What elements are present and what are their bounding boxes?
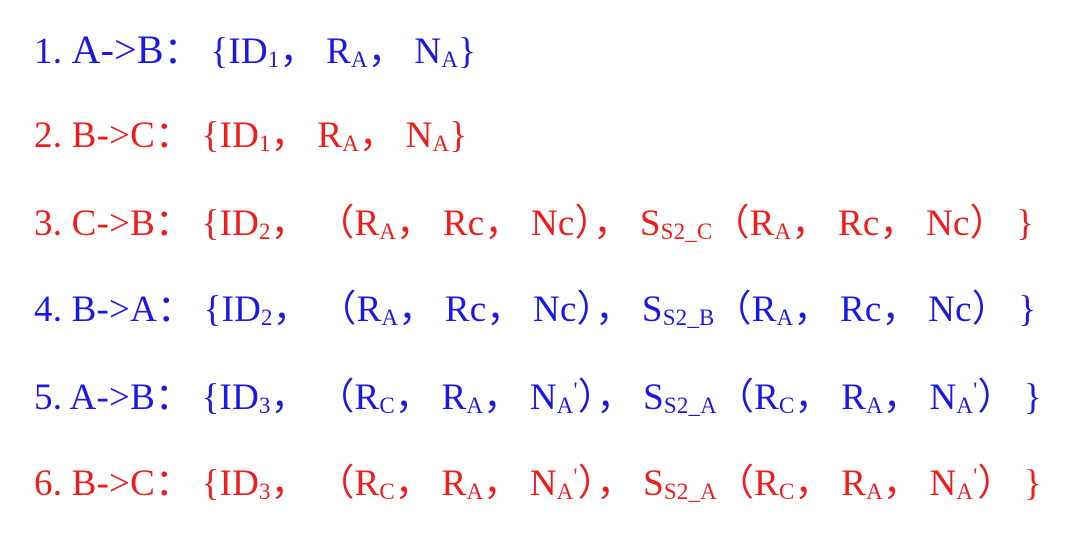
message-text-segment: ， N — [358, 115, 433, 156]
message-text-segment: ' — [973, 462, 978, 488]
message-text-segment: 2. B->C： {ID — [34, 115, 259, 156]
message-text-segment: ， N — [882, 377, 957, 418]
message-text-segment: 3 — [259, 393, 271, 419]
message-text-segment: 6. B->C： {ID — [34, 463, 259, 504]
message-text-segment: ， （R — [272, 289, 382, 330]
message-text-segment: 1 — [259, 131, 271, 157]
message-text-segment: ， R — [794, 377, 867, 418]
protocol-step-2: 2. B->C： {ID1， RA， NA} — [34, 114, 467, 158]
message-text-segment: （R — [714, 289, 777, 330]
message-text-segment: 3. C->B： {ID — [34, 203, 259, 244]
message-text-segment: C — [779, 393, 795, 419]
message-text-segment: ， R — [794, 463, 867, 504]
message-text-segment: C — [779, 479, 795, 505]
protocol-step-3: 3. C->B： {ID2， （RA， Rc， Nc）， SS2_C（RA， R… — [34, 202, 1034, 246]
message-text-segment: ）， S — [577, 463, 664, 504]
message-text-segment: ， R — [394, 377, 467, 418]
message-text-segment: ， （R — [270, 203, 380, 244]
message-text-segment: S2_C — [660, 219, 713, 245]
message-text-segment: ， R — [270, 115, 343, 156]
message-text-segment: A — [866, 393, 883, 419]
message-text-segment: 1. — [34, 31, 72, 72]
message-text-segment: ， （R — [270, 377, 380, 418]
message-text-segment: A — [441, 47, 459, 73]
message-text-segment: ）， S — [577, 377, 664, 418]
message-text-segment: ， Rc， Nc） } — [791, 203, 1035, 244]
message-text-segment: （R — [716, 377, 780, 418]
message-text-segment: （R — [712, 203, 775, 244]
message-text-segment: A — [956, 479, 974, 505]
message-text-segment: A — [351, 47, 368, 73]
message-text-segment: ） } — [977, 377, 1042, 418]
message-text-segment: A — [432, 131, 450, 157]
protocol-step-5: 5. A->B： {ID3， （RC， RA， NA'）， SS2_A（RC， … — [34, 376, 1042, 420]
message-text-segment: S2_A — [663, 479, 717, 505]
message-text-segment: } — [458, 31, 477, 72]
message-text-segment: （R — [716, 463, 780, 504]
message-text-segment: ， R — [394, 463, 467, 504]
message-text-segment: 1 — [267, 47, 280, 73]
message-text-segment: A — [342, 131, 359, 157]
message-text-segment: 3 — [259, 479, 271, 505]
message-text-segment: ' — [573, 376, 578, 402]
message-text-segment: ： {ID — [163, 31, 268, 72]
message-text-segment: ， Rc， Nc）， S — [396, 203, 661, 244]
message-text-segment: ， Rc， Nc） } — [793, 289, 1037, 330]
message-text-segment: 2 — [261, 305, 273, 331]
message-text-segment: ， N — [483, 377, 557, 418]
message-text-segment: ， R — [279, 31, 352, 72]
message-text-segment: ， Rc， Nc）， S — [398, 289, 663, 330]
message-text-segment: A — [466, 393, 484, 419]
message-text-segment: A — [776, 305, 794, 331]
protocol-step-6: 6. B->C： {ID3， （RC， RA， NA'）， SS2_A（RC， … — [34, 462, 1042, 506]
message-text-segment: A — [556, 393, 574, 419]
message-text-segment: C — [379, 479, 395, 505]
message-text-segment: A — [379, 219, 397, 245]
message-text-segment: A — [466, 479, 484, 505]
message-text-segment: ， （R — [270, 463, 380, 504]
message-text-segment: ， N — [882, 463, 957, 504]
protocol-step-1: 1. A->B： {ID1， RA， NA} — [34, 28, 476, 74]
message-text-segment: S2_B — [662, 305, 715, 331]
message-text-segment: ' — [973, 376, 978, 402]
message-text-segment: A->B — [71, 27, 164, 72]
protocol-step-4: 4. B->A： {ID2， （RA， Rc， Nc）， SS2_B（RA， R… — [34, 288, 1036, 332]
message-text-segment: ' — [573, 462, 578, 488]
message-text-segment: A — [956, 393, 974, 419]
message-text-segment: 4. B->A： {ID — [34, 289, 262, 330]
message-text-segment: ， N — [367, 31, 442, 72]
message-text-segment: A — [866, 479, 883, 505]
message-text-segment: A — [556, 479, 574, 505]
message-text-segment: A — [381, 305, 399, 331]
message-text-segment: S2_A — [663, 393, 717, 419]
protocol-message-list: 1. A->B： {ID1， RA， NA} 2. B->C： {ID1， RA… — [34, 0, 1074, 548]
message-text-segment: 2 — [259, 219, 271, 245]
message-text-segment: A — [774, 219, 792, 245]
message-text-segment: C — [379, 393, 395, 419]
message-text-segment: ， N — [483, 463, 557, 504]
message-text-segment: 5. A->B： {ID — [34, 377, 259, 418]
message-text-segment: } — [449, 115, 468, 156]
message-text-segment: ） } — [977, 463, 1042, 504]
